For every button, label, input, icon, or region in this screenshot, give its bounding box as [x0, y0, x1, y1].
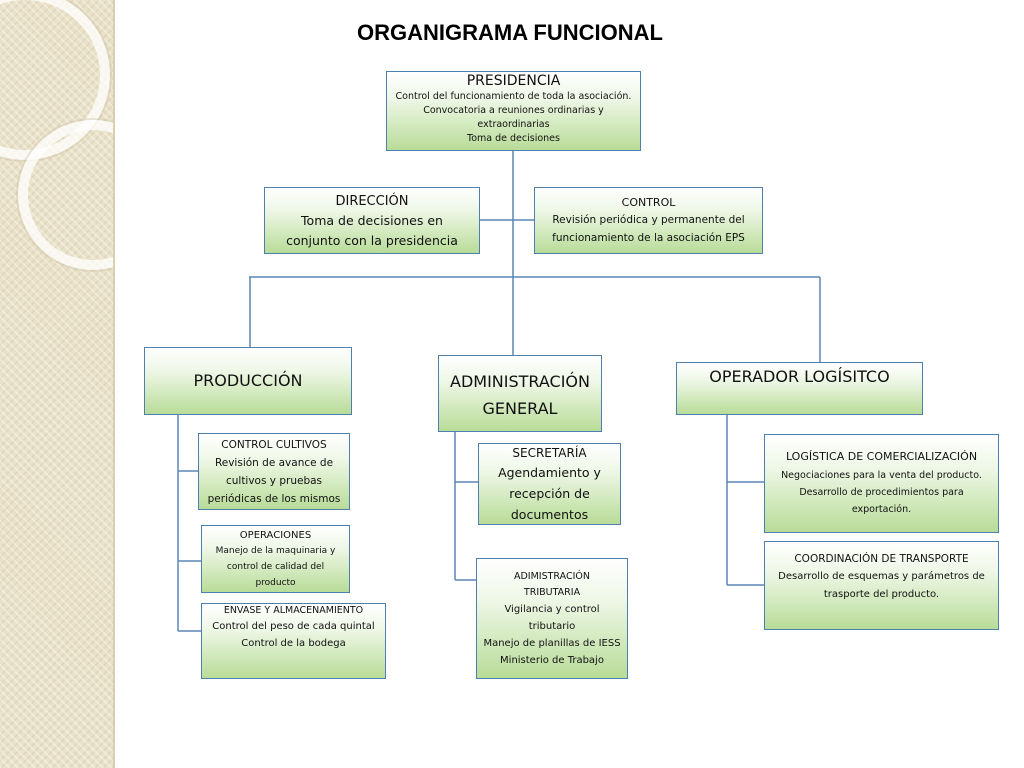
presidencia-title: PRESIDENCIA	[466, 73, 561, 89]
control-box: CONTROL Revisión periódica y permanente …	[534, 187, 763, 254]
envase-box: ENVASE Y ALMACENAMIENTO Control del peso…	[201, 603, 386, 679]
tributaria-line: TRIBUTARIA	[523, 587, 581, 598]
presidencia-line: Toma de decisiones	[467, 133, 560, 144]
logistica-box: LOGÍSTICA DE COMERCIALIZACIÓN Negociacio…	[764, 434, 999, 533]
produccion-box: PRODUCCIÓN	[144, 347, 352, 415]
tributaria-line: Manejo de planillas de IESS	[483, 638, 621, 649]
control-cultivos-line: periódicas de los mismos	[207, 493, 341, 505]
operaciones-box: OPERACIONES Manejo de la maquinaria y co…	[201, 525, 350, 593]
tributaria-title: ADIMISTRACIÓN	[513, 571, 590, 582]
decorative-side-panel	[0, 0, 115, 768]
presidencia-line: extraordinarias	[477, 119, 550, 130]
control-cultivos-line: cultivos y pruebas	[225, 475, 323, 487]
envase-title: ENVASE Y ALMACENAMIENTO	[223, 605, 364, 616]
envase-line: Control del peso de cada quintal	[212, 621, 375, 632]
tributaria-line: Ministerio de Trabajo	[500, 655, 604, 666]
direccion-line: Toma de decisiones en	[301, 213, 443, 228]
produccion-title: PRODUCCIÓN	[193, 371, 303, 390]
presidencia-box: PRESIDENCIA Control del funcionamiento d…	[386, 71, 641, 151]
tributaria-line: Vigilancia y control	[504, 604, 600, 615]
transporte-title: COORDINACIÓN DE TRANSPORTE	[794, 553, 969, 565]
chart-title: ORGANIGRAMA FUNCIONAL	[357, 20, 663, 45]
operaciones-line: producto	[255, 578, 296, 588]
direccion-title: DIRECCIÓN	[335, 194, 409, 209]
transporte-line: trasporte del producto.	[823, 589, 940, 600]
operaciones-title: OPERACIONES	[239, 530, 312, 541]
secretaria-line: Agendamiento y	[498, 465, 601, 480]
logistica-title: LOGÍSTICA DE COMERCIALIZACIÓN	[785, 450, 978, 463]
control-cultivos-line: Revisión de avance de	[214, 457, 334, 469]
operaciones-line: Manejo de la maquinaria y	[215, 546, 336, 556]
secretaria-box: SECRETARÍA Agendamiento y recepción de d…	[478, 443, 621, 525]
direccion-box: DIRECCIÓN Toma de decisiones en conjunto…	[264, 187, 480, 254]
operaciones-line: control de calidad del	[226, 562, 325, 572]
operador-box: OPERADOR LOGÍSITCO	[676, 362, 923, 415]
presidencia-line: Control del funcionamiento de toda la as…	[395, 91, 632, 102]
transporte-box: COORDINACIÓN DE TRANSPORTE Desarrollo de…	[764, 541, 999, 630]
control-cultivos-box: CONTROL CULTIVOS Revisión de avance de c…	[198, 433, 350, 510]
operador-title: OPERADOR LOGÍSITCO	[709, 367, 890, 386]
logistica-line: Negociaciones para la venta del producto…	[781, 470, 982, 481]
logistica-line: exportación.	[851, 504, 912, 515]
secretaria-title: SECRETARÍA	[512, 446, 587, 460]
direccion-line: conjunto con la presidencia	[286, 233, 458, 248]
presidencia-line: Convocatoria a reuniones ordinarias y	[423, 105, 604, 116]
control-line: Revisión periódica y permanente del	[552, 214, 745, 226]
tributaria-line: tributario	[528, 621, 576, 632]
logistica-line: Desarrollo de procedimientos para	[799, 487, 964, 498]
secretaria-line: documentos	[510, 507, 589, 522]
decorative-ring-middle	[18, 120, 113, 270]
envase-line: Control de la bodega	[241, 638, 346, 649]
control-cultivos-title: CONTROL CULTIVOS	[221, 439, 327, 451]
administracion-line: GENERAL	[482, 399, 558, 418]
administracion-line: ADMINISTRACIÓN	[450, 372, 590, 391]
administracion-box: ADMINISTRACIÓN GENERAL	[438, 355, 602, 432]
tributaria-box: ADIMISTRACIÓN TRIBUTARIA Vigilancia y co…	[476, 558, 628, 679]
transporte-line: Desarrollo de esquemas y parámetros de	[778, 571, 985, 582]
control-title: CONTROL	[621, 196, 676, 209]
secretaria-line: recepción de	[509, 486, 590, 501]
control-line: funcionamiento de la asociación EPS	[552, 232, 745, 244]
